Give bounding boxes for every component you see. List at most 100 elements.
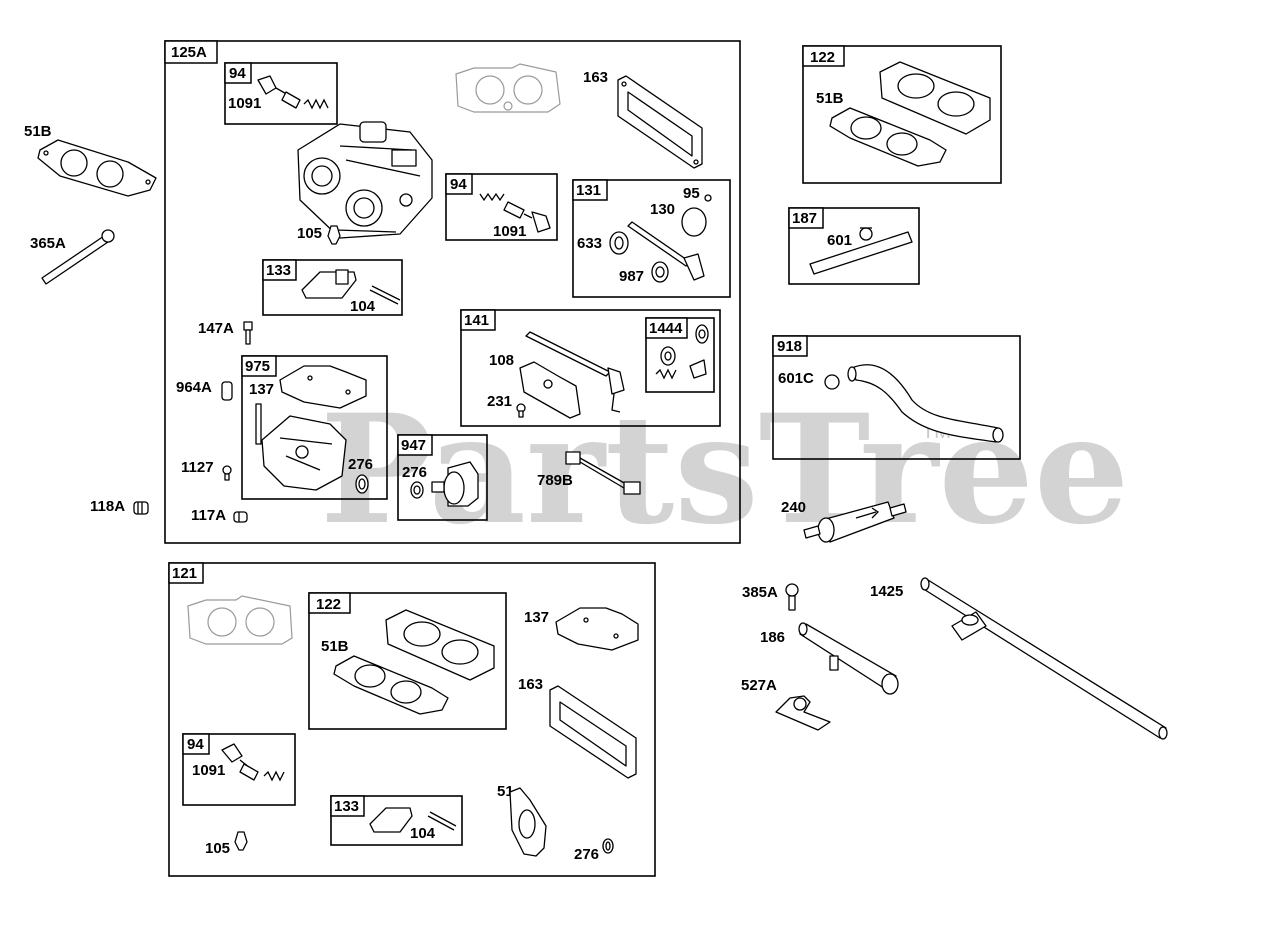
group-131-tag[interactable]: 131 (576, 182, 601, 199)
gasket-137a-part[interactable] (279, 365, 367, 409)
label-1091a[interactable]: 1091 (228, 95, 261, 112)
label-163b[interactable]: 163 (518, 676, 543, 693)
group-121-tag[interactable]: 121 (172, 565, 197, 582)
jet-105b-part[interactable] (234, 831, 248, 851)
choke-141-part[interactable] (516, 331, 625, 419)
mixture-screw-94a-part[interactable] (257, 75, 329, 110)
label-118A[interactable]: 118A (90, 498, 125, 515)
fuel-hose-918-part[interactable] (824, 364, 1004, 443)
plug-964A-part[interactable] (221, 381, 233, 401)
label-130[interactable]: 130 (650, 201, 675, 218)
screw-1127-part[interactable] (222, 465, 232, 481)
group-125A-tag[interactable]: 125A (171, 44, 207, 61)
label-105b[interactable]: 105 (205, 840, 230, 857)
label-276c[interactable]: 276 (574, 846, 599, 863)
group-918-tag[interactable]: 918 (777, 338, 802, 355)
gasket-137b-part[interactable] (555, 607, 639, 651)
gasket-51-part[interactable] (509, 787, 547, 857)
group-133a-tag[interactable]: 133 (266, 262, 291, 279)
group-1444-tag[interactable]: 1444 (649, 320, 683, 337)
gasket-ghost-121-part (187, 595, 293, 645)
label-137b[interactable]: 137 (524, 609, 549, 626)
mixture-screw-94b-part[interactable] (479, 192, 551, 233)
fuel-tube-186-part[interactable] (798, 622, 899, 695)
label-51[interactable]: 51 (497, 783, 514, 800)
label-385A[interactable]: 385A (742, 584, 778, 601)
label-163a[interactable]: 163 (583, 69, 608, 86)
label-527A[interactable]: 527A (741, 677, 777, 694)
label-964A[interactable]: 964A (176, 379, 212, 396)
bolt-385A-part[interactable] (785, 583, 799, 611)
gasket-163b-part[interactable] (549, 685, 637, 779)
fitting-118A-part[interactable] (133, 501, 149, 515)
label-276b[interactable]: 276 (402, 464, 427, 481)
fuel-filter-240-part[interactable] (803, 501, 907, 543)
tube-1425-part[interactable] (920, 577, 1168, 740)
label-276a[interactable]: 276 (348, 456, 373, 473)
group-975-tag[interactable]: 975 (245, 358, 270, 375)
label-104b[interactable]: 104 (410, 825, 436, 842)
label-231[interactable]: 231 (487, 393, 512, 410)
group-94b-tag[interactable]: 94 (450, 176, 467, 193)
gasket-51B-bottom-part[interactable] (333, 655, 449, 715)
bowl-975-part[interactable] (255, 403, 347, 491)
label-95[interactable]: 95 (683, 185, 700, 202)
label-51B-left[interactable]: 51B (24, 123, 52, 140)
group-94a-tag[interactable]: 94 (229, 65, 246, 82)
group-133b-tag[interactable]: 133 (334, 798, 359, 815)
mixture-screw-94c-part[interactable] (221, 743, 285, 782)
label-117A[interactable]: 117A (191, 507, 226, 524)
fitting-117A-part[interactable] (233, 511, 248, 523)
group-122b-frame (308, 592, 507, 730)
group-94c-tag[interactable]: 94 (187, 736, 204, 753)
float-133b-part[interactable] (369, 807, 457, 833)
spacer-122a-part[interactable] (879, 61, 991, 135)
label-601C[interactable]: 601C (778, 370, 814, 387)
screw-147A-part[interactable] (243, 321, 253, 345)
label-1425[interactable]: 1425 (870, 583, 903, 600)
group-122b-tag[interactable]: 122 (316, 596, 341, 613)
label-1091c[interactable]: 1091 (192, 762, 225, 779)
group-131-frame (572, 179, 731, 298)
label-147A[interactable]: 147A (198, 320, 234, 337)
label-240[interactable]: 240 (781, 499, 806, 516)
group-141-tag[interactable]: 141 (464, 312, 489, 329)
label-105a[interactable]: 105 (297, 225, 322, 242)
gasket-163a-part[interactable] (617, 75, 703, 169)
label-186[interactable]: 186 (760, 629, 785, 646)
group-122a-tag[interactable]: 122 (810, 49, 835, 66)
jet-105a-part[interactable] (327, 225, 341, 245)
label-51B-right[interactable]: 51B (816, 90, 844, 107)
wire-harness-789B-part[interactable] (565, 451, 641, 495)
throttle-shaft-131-part[interactable] (609, 194, 712, 283)
label-987[interactable]: 987 (619, 268, 644, 285)
oring-276a-part[interactable] (355, 474, 369, 494)
label-601[interactable]: 601 (827, 232, 852, 249)
oring-276c-part[interactable] (602, 838, 614, 854)
fuel-line-187-part[interactable] (809, 227, 913, 275)
spacer-122b-part[interactable] (385, 609, 495, 681)
label-137a[interactable]: 137 (249, 381, 274, 398)
clamp-527A-part[interactable] (775, 695, 831, 731)
group-975-frame (241, 355, 388, 500)
group-918-frame (772, 335, 1021, 460)
solenoid-947-part[interactable] (410, 461, 479, 507)
choke-kit-1444-part[interactable] (655, 324, 709, 380)
gasket-51B-left-part[interactable] (37, 139, 157, 197)
label-108[interactable]: 108 (489, 352, 514, 369)
gasket-51B-right-part[interactable] (829, 107, 947, 167)
label-633[interactable]: 633 (577, 235, 602, 252)
bolt-365A-part[interactable] (41, 229, 115, 285)
group-187-tag[interactable]: 187 (792, 210, 817, 227)
label-104a[interactable]: 104 (350, 298, 376, 315)
label-1091b[interactable]: 1091 (493, 223, 526, 240)
group-133b-frame (330, 795, 463, 846)
label-51B-bottom[interactable]: 51B (321, 638, 349, 655)
carburetor-body-part[interactable] (297, 121, 433, 239)
label-789B[interactable]: 789B (537, 472, 573, 489)
group-947-tag[interactable]: 947 (401, 437, 426, 454)
label-365A[interactable]: 365A (30, 235, 66, 252)
float-133a-part[interactable] (301, 269, 401, 305)
label-1127[interactable]: 1127 (181, 459, 214, 476)
